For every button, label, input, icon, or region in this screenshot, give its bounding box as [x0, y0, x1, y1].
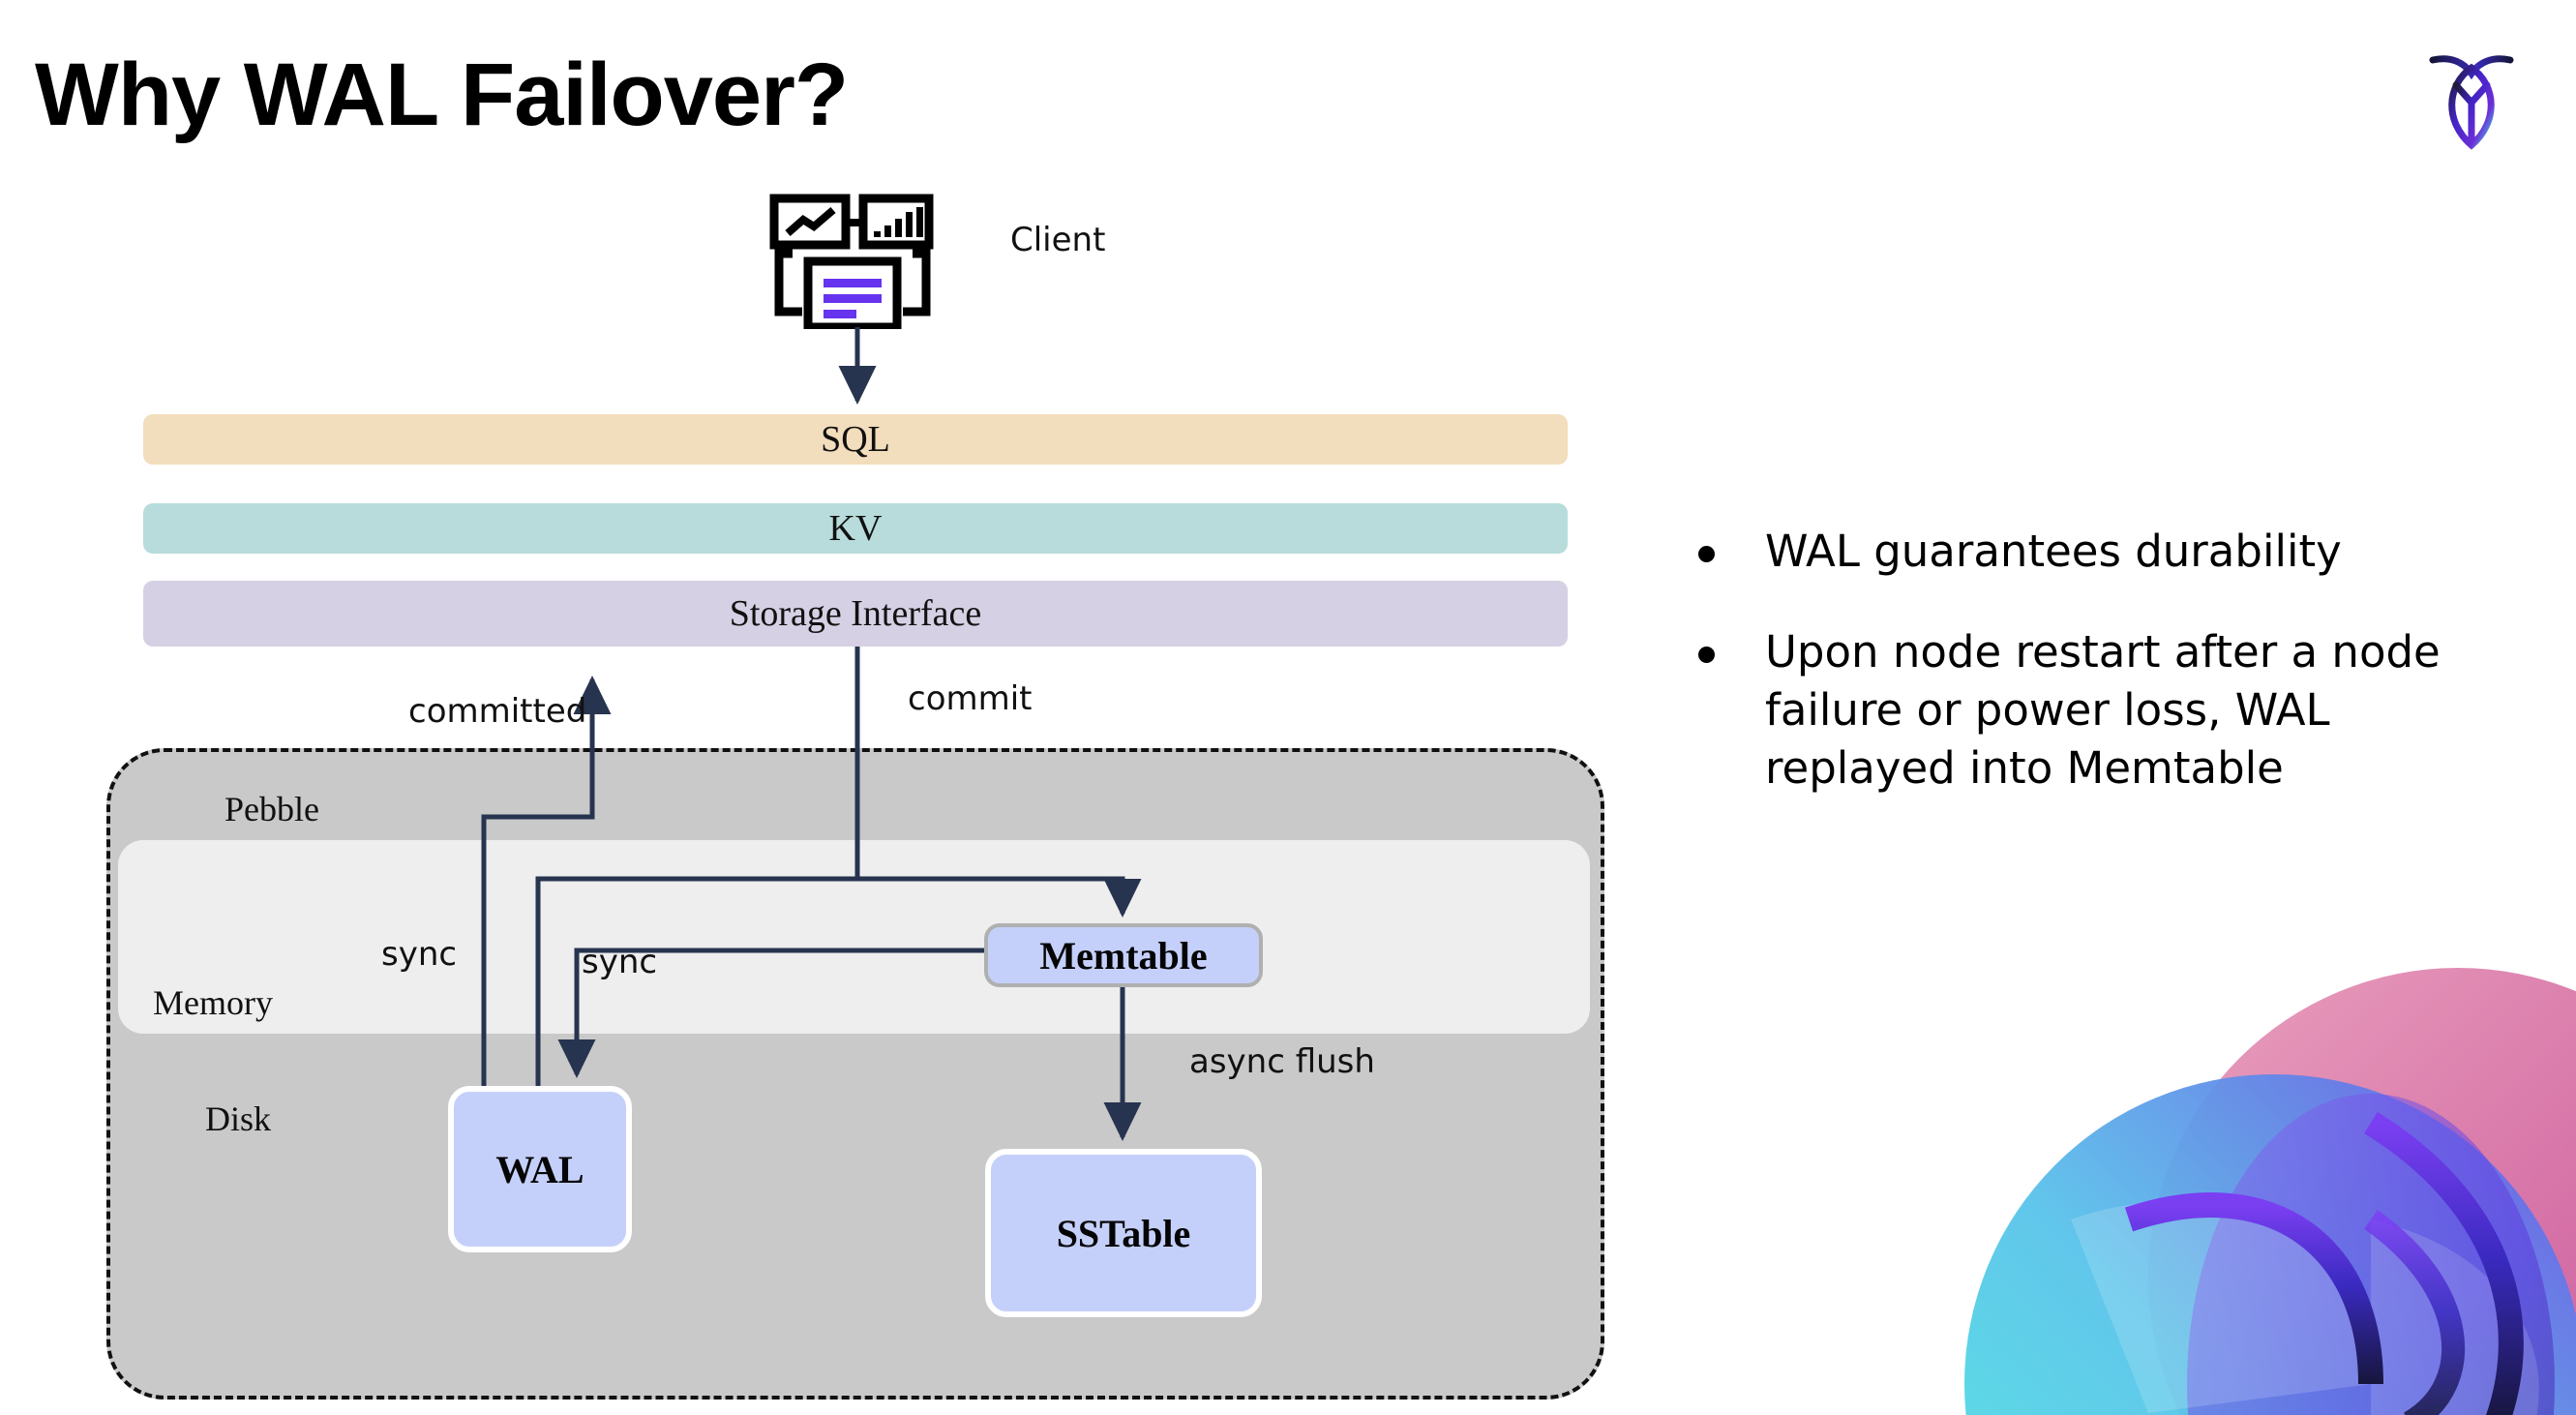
edge-label-commit: commit: [908, 679, 1033, 718]
layer-bar-sql-label: SQL: [821, 419, 890, 460]
memory-zone-label: Memory: [153, 983, 273, 1022]
edge-label-async-flush: async flush: [1189, 1042, 1375, 1081]
node-memtable: Memtable: [984, 923, 1263, 987]
pebble-label: Pebble: [225, 790, 319, 828]
cockroachdb-logo: [2413, 39, 2530, 155]
layer-bar-storage-interface-label: Storage Interface: [729, 593, 982, 634]
layer-bar-kv: KV: [143, 503, 1568, 554]
edge-label-sync-storage: sync: [381, 935, 458, 974]
memory-zone: [118, 840, 1590, 1034]
layer-bar-storage-interface: Storage Interface: [143, 581, 1568, 647]
page-title: Why WAL Failover?: [35, 45, 849, 144]
client-label: Client: [1010, 221, 1106, 259]
layer-bar-sql: SQL: [143, 414, 1568, 465]
client-dashboard-icon: [769, 194, 934, 332]
list-item: Upon node restart after a node failure o…: [1698, 623, 2501, 798]
layer-bar-kv-label: KV: [828, 508, 883, 549]
node-sstable-label: SSTable: [1056, 1211, 1191, 1255]
node-wal-label: WAL: [495, 1147, 584, 1191]
edge-label-sync-memtable: sync: [582, 943, 658, 981]
bullet-list: WAL guarantees durability Upon node rest…: [1698, 523, 2501, 839]
disk-zone-label: Disk: [205, 1099, 272, 1138]
bullet-text: WAL guarantees durability: [1765, 526, 2342, 577]
bullet-dot-icon: [1698, 646, 1715, 663]
list-item: WAL guarantees durability: [1698, 523, 2501, 581]
bullet-dot-icon: [1698, 546, 1715, 562]
bullet-text: Upon node restart after a node failure o…: [1765, 625, 2441, 794]
edge-label-committed: committed: [408, 692, 587, 731]
node-sstable: SSTable: [985, 1149, 1262, 1317]
decorative-corner-graphic: [1955, 929, 2576, 1415]
node-wal: WAL: [448, 1086, 632, 1252]
node-memtable-label: Memtable: [1039, 933, 1208, 978]
